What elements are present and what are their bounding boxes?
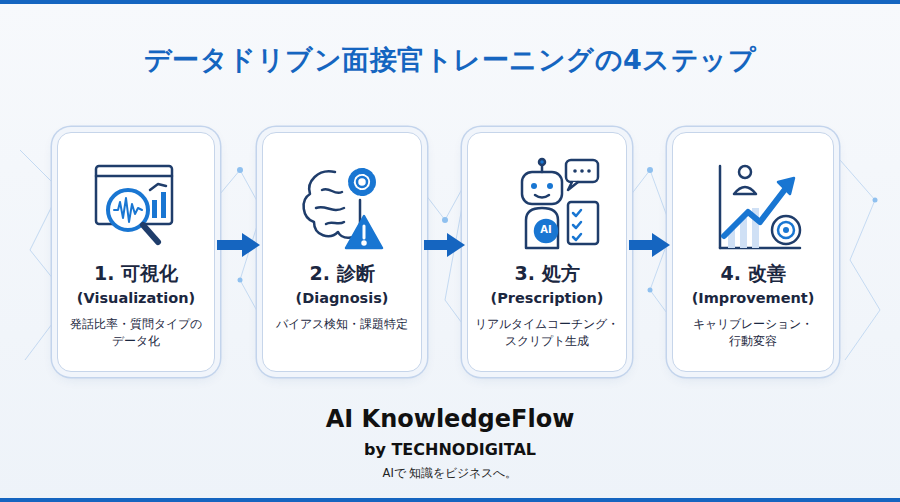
target-center <box>783 227 789 233</box>
network-dot <box>873 198 878 203</box>
icon-badge-text: AI <box>533 224 559 235</box>
window-frame <box>96 166 172 224</box>
brain-outline <box>304 171 360 237</box>
person-head <box>739 166 751 178</box>
bar <box>152 200 157 218</box>
bar <box>728 228 735 248</box>
robot-body <box>526 208 558 248</box>
brand-byline: by TECHNODIGITAL <box>0 440 900 459</box>
robot-antenna <box>541 164 544 172</box>
top-border <box>0 0 900 4</box>
robot-antenna-tip <box>539 159 545 165</box>
speech-dot <box>587 169 591 173</box>
speech-bubble <box>566 160 598 182</box>
bar <box>740 218 747 248</box>
step-card: 4. 改善 (Improvement) キャリブレーション・ 行動変容 <box>672 132 834 372</box>
gear-hub <box>357 177 367 187</box>
step-subheading: (Improvement) <box>692 288 815 308</box>
robot-mouth <box>535 195 549 198</box>
step-heading: 2. 診断 <box>309 261 374 285</box>
network-line <box>627 170 672 320</box>
bottom-border <box>0 498 900 502</box>
speech-tail <box>568 182 578 190</box>
network-dot <box>237 167 243 173</box>
network-dot <box>647 167 653 173</box>
magnifier-handle <box>143 225 158 242</box>
robot-eye <box>531 183 537 189</box>
robot-head <box>522 172 562 204</box>
bar <box>752 208 759 248</box>
checkmarks <box>573 210 581 240</box>
visualization-icon <box>96 166 172 242</box>
step-description: バイアス検知・課題特定 <box>266 316 418 333</box>
step-heading: 4. 改善 <box>720 261 785 285</box>
speech-dot <box>580 169 584 173</box>
axis <box>719 166 722 248</box>
growth-arrow <box>724 188 786 236</box>
brand-tagline: AIで 知識をビジネスへ。 <box>0 466 900 481</box>
diagnosis-icon <box>304 171 382 248</box>
step-subheading: (Visualization) <box>77 288 195 308</box>
growth-arrowhead <box>778 178 794 194</box>
window-bar <box>96 175 172 178</box>
warning-dot <box>363 242 366 245</box>
trend-line <box>150 184 166 190</box>
step-card: 1. 可視化 (Visualization) 発話比率・質問タイプの データ化 <box>57 132 215 372</box>
network-dot <box>442 217 448 223</box>
target-ring <box>772 216 800 244</box>
gear <box>351 171 373 193</box>
magnifier-lens <box>108 190 148 230</box>
network-line <box>840 160 880 360</box>
person-body <box>734 187 756 194</box>
step-heading: 1. 可視化 <box>94 261 178 285</box>
brain-folds <box>316 189 344 224</box>
step-description: キャリブレーション・ 行動変容 <box>677 316 829 350</box>
network-dot <box>648 288 653 293</box>
step-card: 2. 診断 (Diagnosis) バイアス検知・課題特定 <box>262 132 422 372</box>
step-subheading: (Diagnosis) <box>296 288 389 308</box>
bar <box>161 192 166 218</box>
step-card: 3. 処方 (Prescription) リアルタイムコーチング・ スクリプト生成 <box>467 132 627 372</box>
flow-arrow <box>424 240 447 250</box>
axis <box>720 247 800 250</box>
network-line <box>215 170 262 320</box>
speech-dot <box>573 169 577 173</box>
target-ring <box>778 222 794 238</box>
flow-arrow <box>629 240 652 250</box>
flow-arrow <box>217 240 242 250</box>
prescription-icon <box>522 159 598 248</box>
warning-mark <box>363 226 366 238</box>
step-description: リアルタイムコーチング・ スクリプト生成 <box>471 316 623 350</box>
network-line <box>422 180 467 330</box>
waveform <box>114 198 142 222</box>
title: データドリブン面接官トレーニングの4ステップ <box>0 42 900 78</box>
step-description: 発話比率・質問タイプの データ化 <box>60 316 212 350</box>
clipboard <box>568 202 598 244</box>
step-subheading: (Prescription) <box>491 288 604 308</box>
network-dot <box>238 278 243 283</box>
warning-triangle <box>346 216 382 248</box>
robot-eye <box>547 183 553 189</box>
improvement-icon <box>720 166 800 248</box>
brand-name: AI KnowledgeFlow <box>0 405 900 433</box>
step-heading: 3. 処方 <box>514 261 579 285</box>
